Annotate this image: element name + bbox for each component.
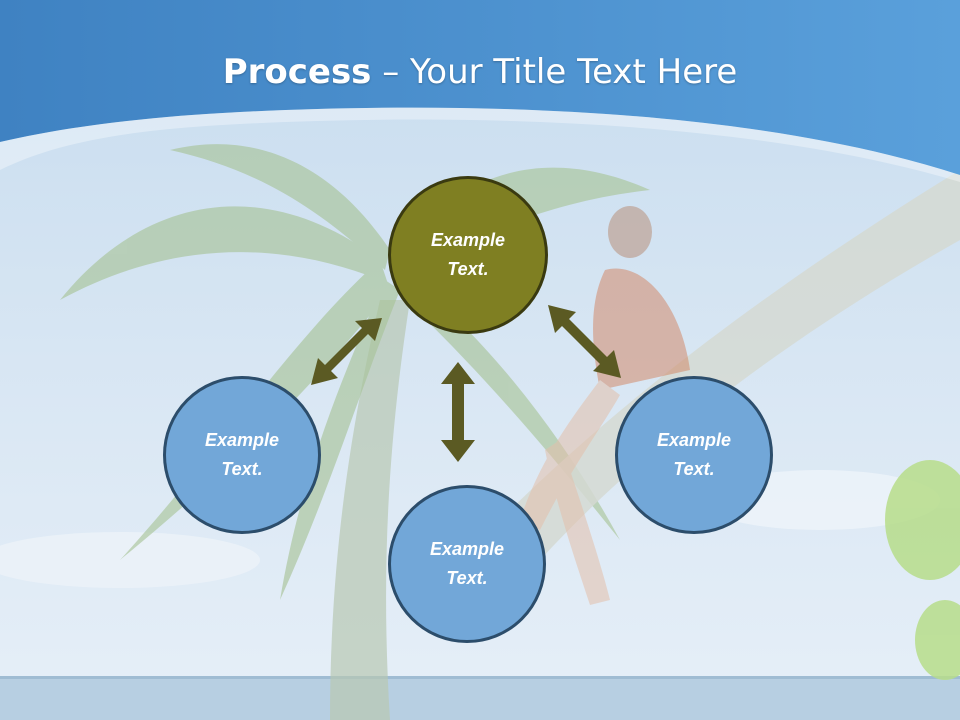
- right-node: Example Text.: [615, 376, 773, 534]
- slide-title: Process – Your Title Text Here: [0, 52, 960, 92]
- arrow-center-bottom: [441, 362, 475, 462]
- arrow-center-right: [548, 305, 621, 378]
- title-rest: – Your Title Text Here: [371, 52, 738, 92]
- bottom-node: Example Text.: [388, 485, 546, 643]
- center-node: Example Text.: [388, 176, 548, 334]
- left-node-label: Example Text.: [204, 430, 280, 479]
- left-node: Example Text.: [163, 376, 321, 534]
- title-bold: Process: [222, 52, 372, 92]
- center-node-label: Example Text.: [430, 230, 506, 279]
- bottom-node-label: Example Text.: [429, 539, 505, 588]
- right-node-label: Example Text.: [656, 430, 732, 479]
- arrow-center-left: [311, 318, 382, 385]
